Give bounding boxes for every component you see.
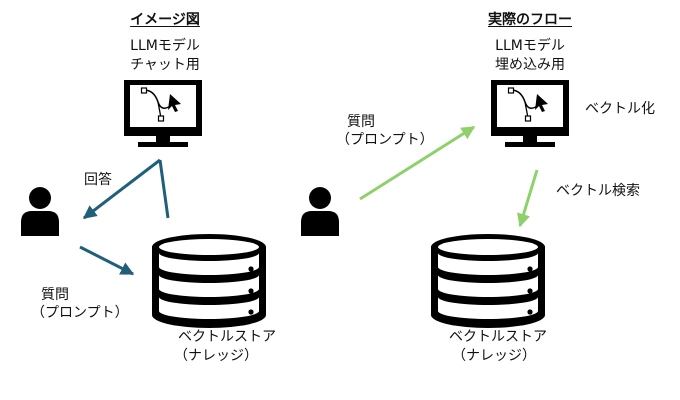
right-question-arrow bbox=[359, 125, 476, 201]
right-person-icon bbox=[301, 187, 339, 236]
left-monitor-icon bbox=[123, 79, 203, 148]
right-question-line1: 質問 bbox=[347, 114, 375, 130]
left-heading: イメージ図 bbox=[130, 12, 200, 28]
right-question-line2: （プロンプト） bbox=[336, 132, 434, 148]
right-store-label-line1: ベクトルストア bbox=[449, 329, 547, 345]
right-heading: 実際のフロー bbox=[488, 12, 572, 28]
left-question-line2: （プロンプト） bbox=[31, 305, 129, 321]
left-connector-line bbox=[158, 159, 170, 219]
vectorize-label: ベクトル化 bbox=[585, 101, 655, 117]
left-database-icon bbox=[152, 234, 266, 328]
left-person-icon bbox=[21, 187, 59, 236]
right-monitor-label-line1: LLMモデル bbox=[495, 38, 565, 54]
right-store-label-line2: （ナレッジ） bbox=[452, 348, 536, 364]
vector-search-label: ベクトル検索 bbox=[556, 183, 640, 199]
right-database-icon bbox=[431, 234, 545, 328]
left-monitor-label-line2: チャット用 bbox=[130, 57, 200, 73]
left-store-label-line2: （ナレッジ） bbox=[174, 348, 258, 364]
left-monitor-label-line1: LLMモデル bbox=[130, 38, 200, 54]
left-question-arrow bbox=[79, 245, 135, 276]
vector-search-arrow bbox=[517, 169, 539, 228]
right-monitor-label-line2: 埋め込み用 bbox=[495, 57, 565, 73]
answer-label: 回答 bbox=[84, 172, 112, 188]
right-monitor-icon bbox=[490, 79, 570, 148]
answer-arrow bbox=[82, 158, 161, 220]
left-store-label-line1: ベクトルストア bbox=[178, 329, 276, 345]
left-question-line1: 質問 bbox=[41, 287, 69, 303]
